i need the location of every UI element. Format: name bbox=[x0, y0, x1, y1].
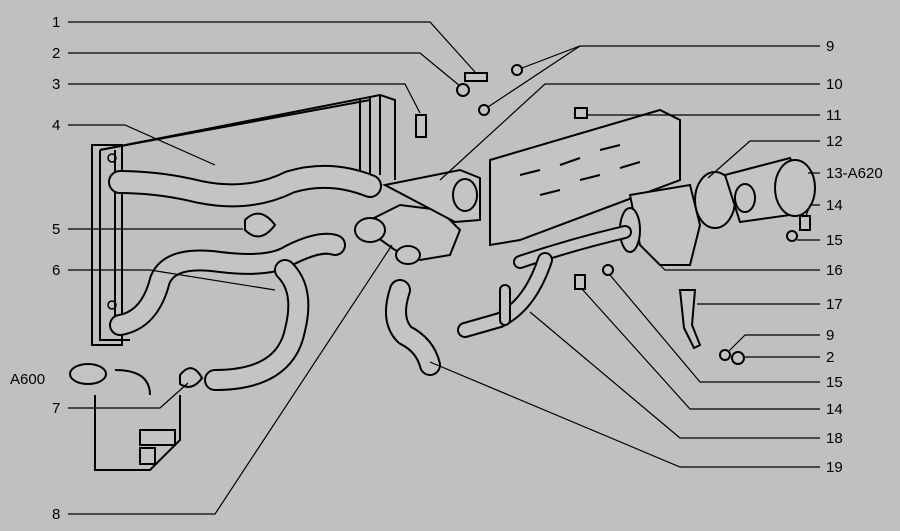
callout-9b: 9 bbox=[826, 327, 834, 344]
expansion-tank bbox=[69, 363, 181, 471]
callout-19: 19 bbox=[826, 459, 843, 476]
fasteners bbox=[179, 64, 811, 388]
pipe-18 bbox=[457, 252, 553, 338]
callout-labels: 1 2 3 4 5 6 7 8 A600 9 10 11 12 13-A620 … bbox=[10, 14, 883, 523]
callout-4: 4 bbox=[52, 117, 60, 134]
callout-11: 11 bbox=[826, 107, 842, 124]
clamp-5 bbox=[244, 212, 277, 238]
plug-11 bbox=[574, 107, 588, 119]
washer-15b bbox=[786, 230, 798, 242]
callout-7: 7 bbox=[52, 400, 60, 417]
callout-a600: A600 bbox=[10, 371, 45, 388]
cylinder-head bbox=[489, 108, 681, 247]
stud-1 bbox=[464, 72, 488, 82]
tank-cap-a600 bbox=[69, 363, 107, 385]
hoses bbox=[108, 164, 441, 391]
callout-9: 9 bbox=[826, 38, 834, 55]
callout-18: 18 bbox=[826, 430, 843, 447]
bolt-14b bbox=[799, 215, 811, 231]
nut-2 bbox=[456, 83, 470, 97]
outlet-housing bbox=[513, 183, 702, 269]
callout-16: 16 bbox=[826, 262, 843, 279]
washer-9b bbox=[478, 104, 490, 116]
washer-9c bbox=[719, 349, 731, 361]
callout-2b: 2 bbox=[826, 349, 834, 366]
callout-14: 14 bbox=[826, 197, 843, 214]
nut-2b bbox=[731, 351, 745, 365]
bolt-14 bbox=[574, 274, 586, 290]
radiator bbox=[91, 93, 396, 346]
callout-5: 5 bbox=[52, 221, 60, 238]
leader-lines bbox=[68, 21, 820, 515]
callout-13-a620: 13-A620 bbox=[826, 165, 883, 182]
callout-10: 10 bbox=[826, 76, 843, 93]
callout-1: 1 bbox=[52, 14, 60, 31]
callout-14b: 14 bbox=[826, 401, 843, 418]
callout-15: 15 bbox=[826, 232, 843, 249]
sensor-3 bbox=[415, 114, 427, 138]
washer-9 bbox=[511, 64, 523, 76]
clamp-7 bbox=[179, 367, 204, 388]
washer-15 bbox=[602, 264, 614, 276]
callout-12: 12 bbox=[826, 133, 843, 150]
water-pump bbox=[694, 156, 816, 229]
thermostat-housing bbox=[354, 168, 481, 265]
callout-3: 3 bbox=[52, 76, 60, 93]
callout-15b: 15 bbox=[826, 374, 843, 391]
callout-17: 17 bbox=[826, 296, 843, 313]
callout-2: 2 bbox=[52, 45, 60, 62]
callout-6: 6 bbox=[52, 262, 60, 279]
callout-8: 8 bbox=[52, 506, 60, 523]
bracket-17 bbox=[678, 289, 702, 350]
